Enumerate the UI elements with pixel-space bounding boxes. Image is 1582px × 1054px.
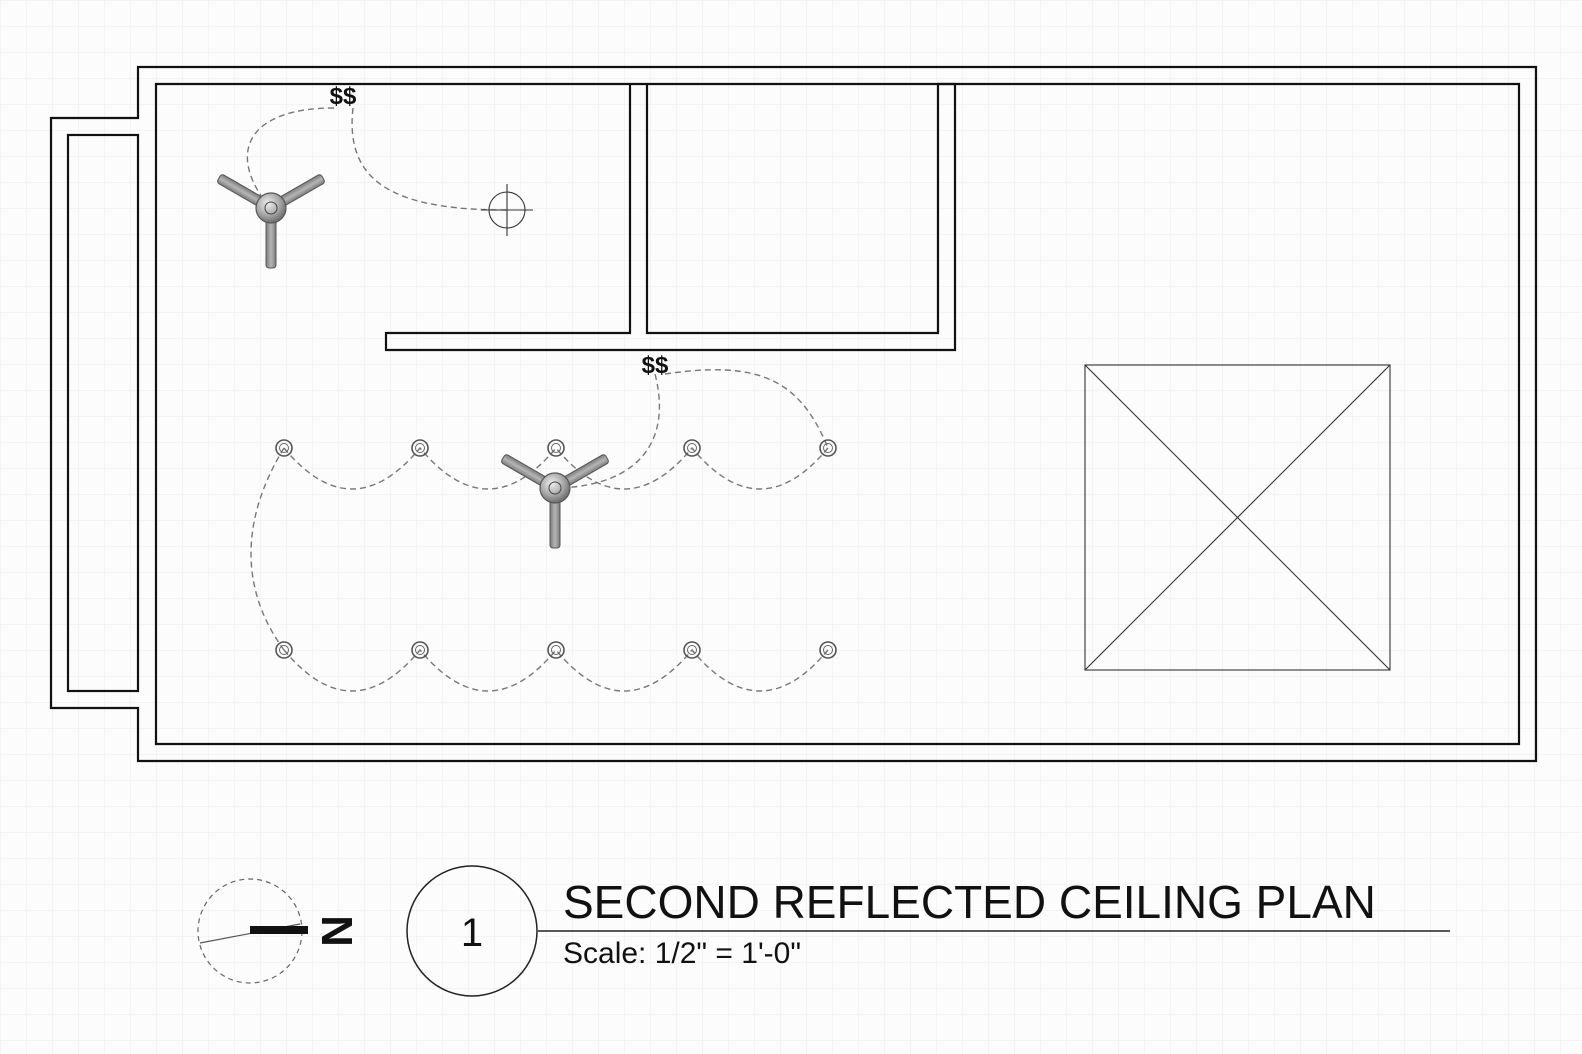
drawing-number-bubble bbox=[406, 865, 538, 997]
north-label: N bbox=[313, 915, 362, 947]
exterior-walls bbox=[49, 65, 1538, 763]
interior-walls bbox=[384, 82, 957, 352]
north-arrow: N bbox=[197, 878, 362, 984]
switch-label: $$ bbox=[330, 83, 357, 110]
balcony-bay bbox=[66, 133, 140, 693]
switch-group-bedroom: $$ bbox=[330, 83, 357, 110]
wiring bbox=[246, 107, 829, 692]
title-block: 1 SECOND REFLECTED CEILING PLAN Scale: 1… bbox=[406, 865, 1450, 997]
ceiling-box bbox=[481, 184, 533, 236]
drawing-scale: Scale: 1/2" = 1'-0" bbox=[563, 937, 801, 970]
drawing-number: 1 bbox=[461, 911, 483, 955]
open-to-below bbox=[1084, 364, 1391, 671]
drawing-title: SECOND REFLECTED CEILING PLAN bbox=[563, 876, 1376, 928]
switch-label: $$ bbox=[642, 352, 669, 379]
switch-group-living: $$ bbox=[642, 352, 669, 379]
